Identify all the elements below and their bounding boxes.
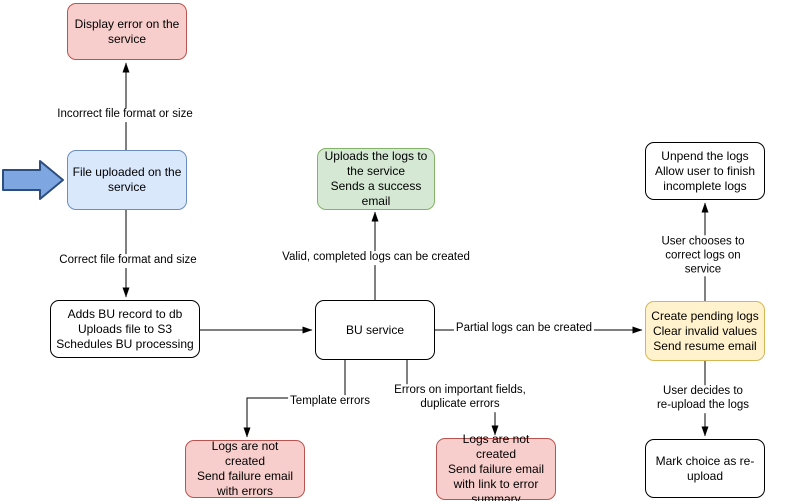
- edge-label-correct-format: Correct file format and size: [57, 254, 199, 268]
- entry-pointer-arrow: [2, 160, 64, 200]
- node-display-error: Display error on the service: [67, 3, 187, 60]
- node-unpend-logs-label: Unpend the logs Allow user to finish inc…: [654, 148, 756, 193]
- node-adds-bu-record: Adds BU record to db Uploads file to S3 …: [50, 300, 200, 358]
- node-mark-reupload: Mark choice as re- upload: [645, 439, 765, 498]
- edge-label-partial-logs: Partial logs can be created: [453, 322, 595, 336]
- node-adds-bu-record-label: Adds BU record to db Uploads file to S3 …: [56, 306, 194, 351]
- node-file-uploaded: File uploaded on the service: [67, 150, 187, 210]
- node-success-upload: Uploads the logs to the service Sends a …: [317, 148, 435, 210]
- edge-label-template-errors: Template errors: [288, 395, 372, 409]
- node-display-error-label: Display error on the service: [74, 16, 180, 46]
- node-failure-email-summary-label: Logs are not created Send failure email …: [447, 431, 545, 501]
- node-unpend-logs: Unpend the logs Allow user to finish inc…: [645, 142, 765, 200]
- node-create-pending-logs-label: Create pending logs Clear invalid values…: [651, 308, 759, 353]
- node-bu-service: BU service: [315, 300, 435, 360]
- edge-label-incorrect-format: Incorrect file format or size: [55, 108, 195, 122]
- node-failure-email-errors-label: Logs are not created Send failure email …: [196, 439, 294, 498]
- edge-label-user-reuploads: User decides to re-upload the logs: [654, 385, 752, 413]
- edge-label-important-field-errors: Errors on important fields, duplicate er…: [392, 384, 528, 412]
- node-file-uploaded-label: File uploaded on the service: [72, 165, 182, 194]
- node-success-upload-label: Uploads the logs to the service Sends a …: [324, 149, 428, 208]
- node-failure-email-summary: Logs are not created Send failure email …: [436, 432, 556, 501]
- edge-label-user-corrects: User chooses to correct logs on service: [654, 235, 752, 277]
- node-mark-reupload-label: Mark choice as re- upload: [655, 453, 755, 483]
- edge-label-valid-logs: Valid, completed logs can be created: [280, 251, 472, 265]
- node-failure-email-errors: Logs are not created Send failure email …: [185, 439, 305, 498]
- node-bu-service-label: BU service: [345, 322, 404, 337]
- node-create-pending-logs: Create pending logs Clear invalid values…: [645, 301, 765, 361]
